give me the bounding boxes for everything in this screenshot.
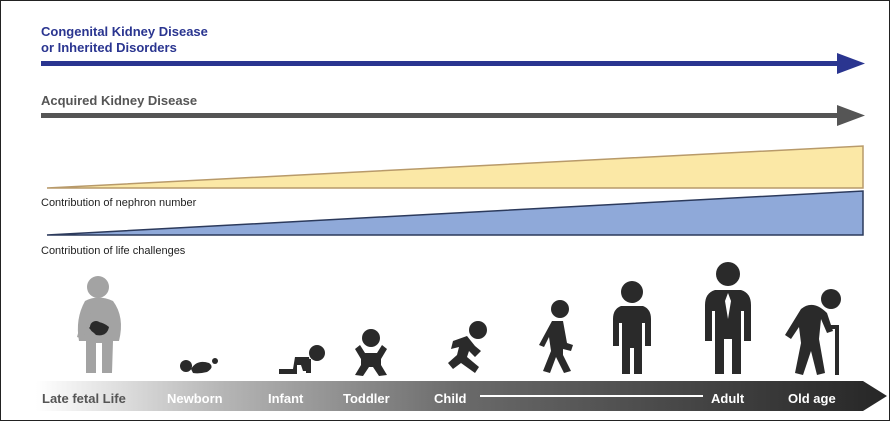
congenital-label-line2: or Inherited Disorders: [41, 40, 177, 55]
pregnant-woman-icon: [77, 276, 121, 373]
teen-walking-icon: [539, 300, 573, 373]
child-running-icon: [448, 321, 487, 373]
adult-icon: [705, 262, 751, 374]
stage-child: Child: [434, 391, 467, 406]
toddler-icon: [355, 329, 387, 376]
newborn-icon: [180, 358, 218, 374]
elderly-person-icon: [785, 289, 841, 375]
congenital-label-line1: Congenital Kidney Disease: [41, 24, 208, 39]
timeline-band: [36, 381, 887, 411]
life-challenges-wedge: [46, 190, 864, 236]
stage-late-fetal-life: Late fetal Life: [42, 391, 126, 406]
stage-adult: Adult: [711, 391, 745, 406]
stage-old-age: Old age: [788, 391, 836, 406]
infant-icon: [279, 345, 325, 374]
stage-toddler: Toddler: [343, 391, 390, 406]
young-adult-icon: [613, 281, 651, 374]
acquired-label: Acquired Kidney Disease: [41, 93, 198, 108]
acquired-arrow: [41, 105, 865, 126]
nephron-number-label: Contribution of nephron number: [41, 197, 197, 209]
congenital-arrow: [41, 53, 865, 74]
congenital-label: Congenital Kidney Disease or Inherited D…: [41, 24, 208, 56]
stage-infant: Infant: [268, 391, 304, 406]
nephron-wedge: [46, 145, 864, 189]
stage-newborn: Newborn: [167, 391, 223, 406]
life-challenges-label: Contribution of life challenges: [41, 245, 186, 257]
